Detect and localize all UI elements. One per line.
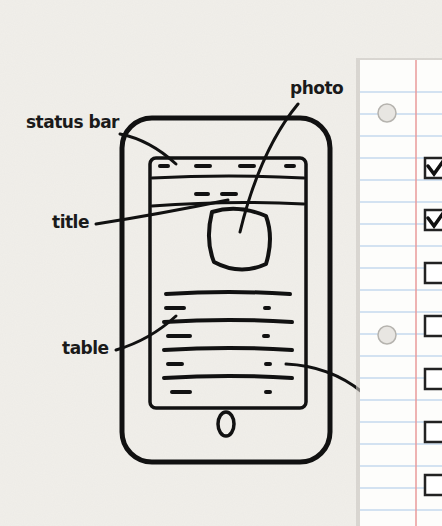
status-bar-marks xyxy=(160,164,294,168)
paper-shadow xyxy=(356,58,442,526)
checkbox xyxy=(425,422,442,442)
checkboxes xyxy=(425,158,442,495)
status-bar-line xyxy=(152,176,304,178)
leader-line xyxy=(96,200,228,224)
phone-drawing xyxy=(96,104,362,462)
callout-label: status bar xyxy=(26,112,119,132)
callout-label: table xyxy=(62,338,109,358)
checkbox xyxy=(425,316,442,336)
ruled-lines xyxy=(360,92,442,510)
check-mark xyxy=(428,160,442,226)
checkbox xyxy=(425,475,442,495)
callout-label: photo xyxy=(290,78,343,98)
punch-hole xyxy=(378,326,396,344)
leader-line xyxy=(286,364,362,392)
checkbox xyxy=(425,263,442,283)
checkbox xyxy=(425,369,442,389)
punch-hole xyxy=(378,104,396,122)
paper-sheet xyxy=(360,60,442,526)
leader-line xyxy=(120,134,176,164)
photo-blob xyxy=(209,209,270,270)
home-button xyxy=(218,412,234,436)
title-marks xyxy=(196,192,236,196)
title-line xyxy=(152,202,304,206)
margin-line xyxy=(415,60,417,526)
leader-line xyxy=(116,316,176,350)
phone-body xyxy=(122,118,330,462)
table-rows xyxy=(164,292,292,392)
ruled-line xyxy=(360,92,442,510)
notebook-paper xyxy=(356,58,442,526)
leader-line xyxy=(240,104,298,232)
phone-screen xyxy=(150,158,306,408)
callout-label: title xyxy=(52,212,89,232)
